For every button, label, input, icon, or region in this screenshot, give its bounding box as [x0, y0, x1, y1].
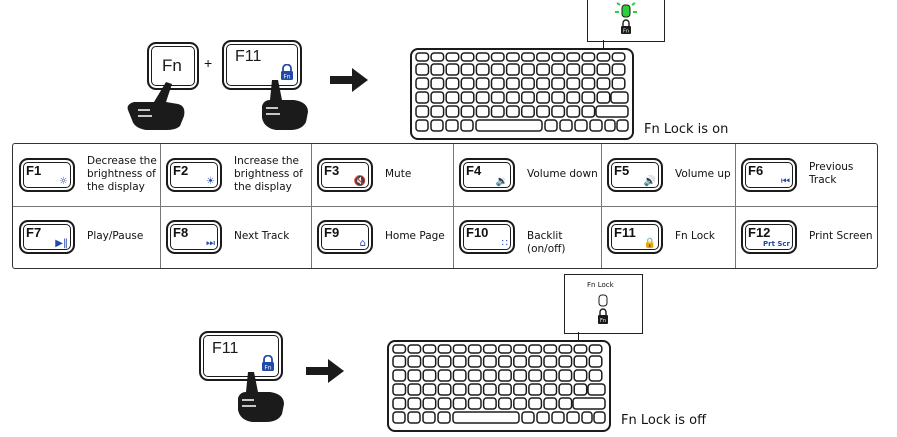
function-key-cell-f9: F9 ⌂ Home Page [311, 206, 453, 268]
backlight-icon: ∷ [501, 238, 508, 249]
f4-key: F4 🔉 [459, 158, 515, 192]
fn-key: Fn [147, 42, 199, 90]
key-description: Decrease the brightness of the display [87, 155, 157, 193]
lock-icon: Fn [261, 354, 275, 375]
lock-badge-label: Fn [283, 74, 290, 81]
key-label: F1 [26, 163, 42, 178]
print-screen-icon: Prt Scr [762, 240, 790, 248]
key-description: Next Track [234, 230, 290, 242]
fn-lock-on-caption: Fn Lock is on [644, 122, 729, 137]
function-key-cell-f10: F10 ∷ Backlit (on/off) [453, 206, 601, 268]
right-arrow-icon [330, 68, 368, 92]
key-label: F9 [324, 225, 340, 240]
callout-connector [578, 332, 579, 342]
key-description: Home Page [385, 230, 445, 242]
green-led-icon [621, 4, 631, 18]
function-key-cell-f7: F7 ▶‖ Play/Pause [13, 206, 160, 268]
key-description: Fn Lock [675, 230, 715, 242]
f7-key: F7 ▶‖ [19, 220, 75, 254]
f8-key: F8 ⏭ [166, 220, 222, 254]
f11-key: F11 Fn [222, 40, 302, 90]
f3-key: F3 🔇 [317, 158, 373, 192]
key-description: Previous Track [809, 161, 854, 186]
svg-text:Fn: Fn [623, 29, 629, 35]
key-description: Volume up [675, 168, 731, 180]
f2-key: F2 ☀ [166, 158, 222, 192]
key-description: Backlit (on/off) [527, 230, 566, 255]
function-key-cell-f5: F5 🔊 Volume up [601, 144, 735, 206]
svg-text:Fn: Fn [264, 365, 271, 372]
key-label: F5 [614, 163, 630, 178]
volume-down-icon: 🔉 [495, 176, 508, 187]
key-label: F11 [614, 225, 636, 240]
next-track-icon: ⏭ [206, 238, 215, 249]
f11-key: F11 🔒 [607, 220, 663, 254]
key-label: F8 [173, 225, 189, 240]
function-key-cell-f6: F6 ⏮ Previous Track [735, 144, 877, 206]
lock-icon: 🔒 [643, 238, 656, 249]
f11-key-label: F11 [235, 48, 262, 65]
brightness-down-icon: ☼ [59, 176, 68, 187]
fn-lock-callout-title: Fn Lock [587, 281, 614, 289]
keyboard-illustration-lock-on [410, 48, 634, 140]
key-label: F7 [26, 225, 42, 240]
mute-icon: 🔇 [353, 176, 366, 187]
f11-key: F11 Fn [199, 331, 283, 381]
f1-key: F1 ☼ [19, 158, 75, 192]
function-key-cell-f1: F1 ☼ Decrease the brightness of the displa… [13, 144, 160, 206]
key-label: F10 [466, 225, 489, 240]
function-key-cell-f4: F4 🔉 Volume down [453, 144, 601, 206]
svg-text:Fn: Fn [600, 318, 606, 324]
led-off-icon [598, 294, 608, 307]
keyboard-illustration-lock-off [387, 340, 611, 432]
fn-lock-indicator-callout-off: Fn Lock Fn [564, 274, 643, 334]
fn-key-label: Fn [162, 56, 182, 75]
play-pause-icon: ▶‖ [55, 238, 68, 249]
key-description: Mute [385, 168, 412, 180]
function-key-cell-f3: F3 🔇 Mute [311, 144, 453, 206]
brightness-up-icon: ☀ [206, 176, 215, 187]
function-key-cell-f2: F2 ☀ Increase the brightness of the displa… [160, 144, 311, 206]
pointing-hand-icon [127, 82, 185, 130]
key-label: F4 [466, 163, 482, 178]
f6-key: F6 ⏮ [741, 158, 797, 192]
key-label: F6 [748, 163, 764, 178]
pointing-hand-icon [238, 372, 284, 422]
key-label: F12 [748, 225, 771, 240]
fn-lock-off-caption: Fn Lock is off [621, 413, 707, 428]
fn-lock-indicator-callout-on: Fn [587, 0, 665, 42]
keyboard-keys [415, 52, 629, 132]
pointing-hand-icon [262, 80, 308, 130]
lock-icon: Fn [280, 63, 294, 84]
f10-key: F10 ∷ [459, 220, 515, 254]
f5-key: F5 🔊 [607, 158, 663, 192]
callout-connector [603, 40, 604, 50]
previous-track-icon: ⏮ [781, 176, 790, 187]
key-description: Increase the brightness of the display [234, 155, 303, 193]
right-arrow-icon [306, 359, 344, 383]
f11-key-label: F11 [212, 340, 239, 357]
key-description: Play/Pause [87, 230, 144, 242]
volume-up-icon: 🔊 [643, 176, 656, 187]
plus-sign: + [204, 55, 213, 71]
key-description: Volume down [527, 168, 598, 180]
home-icon: ⌂ [359, 238, 366, 249]
keyboard-keys [392, 344, 606, 424]
f9-key: F9 ⌂ [317, 220, 373, 254]
function-key-cell-f8: F8 ⏭ Next Track [160, 206, 311, 268]
key-label: F3 [324, 163, 340, 178]
function-key-cell-f11: F11 🔒 Fn Lock [601, 206, 735, 268]
function-key-table: F1 ☼ Decrease the brightness of the displa… [12, 143, 878, 269]
key-description: Print Screen [809, 230, 873, 242]
key-label: F2 [173, 163, 189, 178]
